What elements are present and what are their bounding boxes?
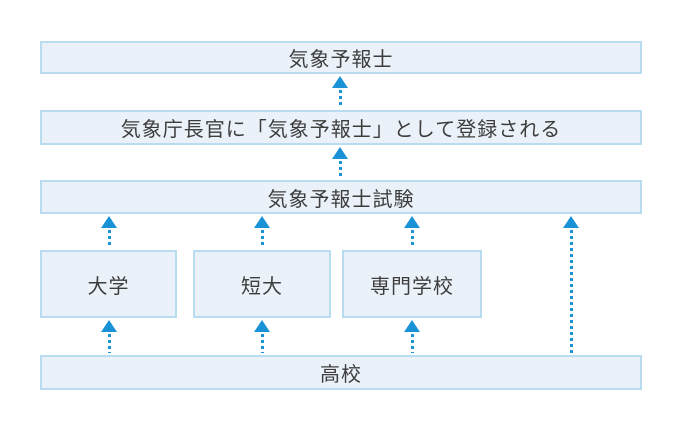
node-vocational-school: 専門学校	[342, 250, 482, 318]
arrow-stem	[107, 334, 111, 353]
arrow-up-icon	[332, 147, 348, 178]
node-registration-label: 気象庁長官に「気象予報士」として登録される	[120, 119, 562, 141]
node-high-school: 高校	[40, 355, 642, 390]
arrow-stem	[338, 161, 342, 178]
arrow-up-icon	[404, 320, 420, 353]
node-exam: 気象予報士試験	[40, 180, 642, 214]
arrow-up-icon	[332, 76, 348, 108]
arrow-stem	[260, 334, 264, 353]
arrow-up-icon	[563, 216, 579, 353]
arrow-stem	[410, 334, 414, 353]
arrow-stem	[569, 230, 573, 353]
arrow-up-icon	[101, 320, 117, 353]
arrow-head	[101, 320, 117, 332]
node-forecaster-label: 気象予報士	[288, 49, 394, 71]
arrow-stem	[338, 90, 342, 108]
arrow-stem	[410, 230, 414, 248]
arrow-head	[404, 216, 420, 228]
node-junior-college: 短大	[193, 250, 331, 318]
node-university: 大学	[40, 250, 177, 318]
arrow-up-icon	[254, 320, 270, 353]
node-high-school-label: 高校	[320, 364, 362, 386]
arrow-head	[254, 320, 270, 332]
arrow-head	[332, 76, 348, 88]
arrow-stem	[107, 230, 111, 248]
arrow-up-icon	[404, 216, 420, 248]
node-forecaster: 気象予報士	[40, 41, 642, 74]
node-exam-label: 気象予報士試験	[267, 188, 415, 211]
node-junior-college-label: 短大	[241, 275, 283, 298]
arrow-stem	[260, 230, 264, 248]
arrow-head	[332, 147, 348, 159]
arrow-head	[101, 216, 117, 228]
arrow-up-icon	[254, 216, 270, 248]
arrow-head	[563, 216, 579, 228]
arrow-up-icon	[101, 216, 117, 248]
arrow-head	[404, 320, 420, 332]
node-registration: 気象庁長官に「気象予報士」として登録される	[40, 110, 642, 145]
arrow-head	[254, 216, 270, 228]
node-university-label: 大学	[87, 275, 130, 298]
node-vocational-school-label: 専門学校	[370, 275, 454, 298]
